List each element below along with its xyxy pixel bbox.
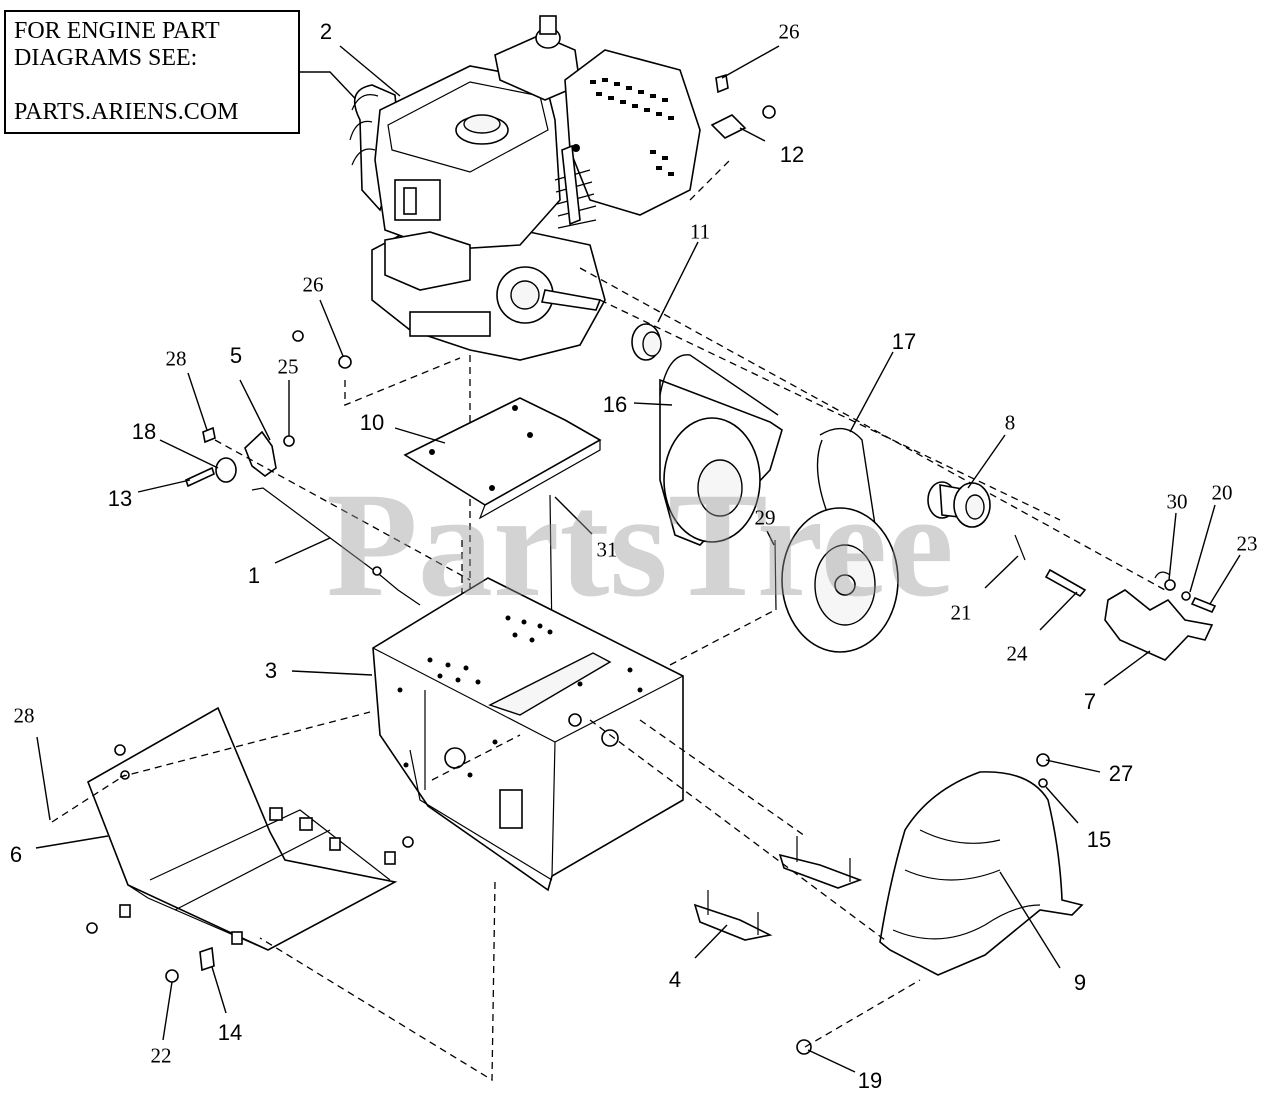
drive-pulley-with-belt — [659, 354, 783, 546]
callout-12: 12 — [779, 142, 805, 167]
belt-cover — [879, 771, 1084, 976]
callout-18: 18 — [131, 419, 157, 444]
belt-cover-line — [589, 719, 886, 941]
callout-21: 21 — [950, 600, 972, 625]
callout-27: 27 — [1108, 761, 1134, 786]
callout-14: 14 — [217, 1020, 243, 1045]
callout-26b: 26 — [302, 272, 324, 297]
callout-10: 10 — [359, 410, 385, 435]
idler-bracket — [1104, 589, 1214, 661]
note-line-3: PARTS.ARIENS.COM — [14, 99, 239, 125]
callout-3: 3 — [264, 658, 278, 683]
idler-axis-line — [579, 267, 1166, 591]
callout-25: 25 — [277, 354, 299, 379]
callout-23: 23 — [1236, 531, 1258, 556]
pin-29-line — [669, 609, 776, 666]
idler-assembly — [927, 481, 991, 528]
callout-24: 24 — [1006, 641, 1028, 666]
callout-6: 6 — [9, 842, 23, 867]
idler-pulley — [631, 323, 662, 361]
callout-5: 5 — [229, 343, 243, 368]
callout-15: 15 — [1086, 827, 1112, 852]
callout-17: 17 — [891, 329, 917, 354]
engine — [349, 15, 701, 361]
callout-leaders — [35, 45, 1241, 1073]
callout-1: 1 — [247, 563, 261, 588]
callout-31: 31 — [596, 537, 618, 562]
bolt-19-line — [804, 979, 921, 1048]
crankshaft-axis-line — [599, 299, 1061, 521]
callout-11: 11 — [689, 219, 711, 244]
auger-pulley-with-belt — [781, 427, 899, 653]
engine-parts-note: FOR ENGINE PART DIAGRAMS SEE: PARTS.ARIE… — [4, 10, 300, 134]
note-line-1: FOR ENGINE PART — [14, 18, 220, 44]
callout-26a: 26 — [778, 19, 800, 44]
callout-20: 20 — [1211, 480, 1233, 505]
hardware-items — [165, 73, 1217, 1055]
mount-line — [689, 159, 731, 201]
callout-30: 30 — [1166, 489, 1188, 514]
note-line-2: DIAGRAMS SEE: — [14, 45, 198, 71]
rod-line — [214, 439, 471, 581]
callout-9: 9 — [1073, 970, 1087, 995]
frame-line-1 — [431, 734, 521, 781]
main-frame — [372, 577, 684, 892]
callout-22: 22 — [150, 1043, 172, 1068]
mount-bracket-upper — [778, 836, 863, 889]
callout-4: 4 — [668, 967, 682, 992]
callout-29: 29 — [754, 505, 776, 530]
engine-plate — [403, 397, 602, 506]
bracket-line — [639, 719, 806, 837]
callout-8: 8 — [1004, 410, 1016, 435]
callout-13: 13 — [107, 486, 133, 511]
bottom-cover — [86, 706, 414, 951]
callout-28a: 28 — [165, 346, 187, 371]
cover-line-bottom — [259, 881, 496, 1082]
cover-line-left — [51, 774, 126, 823]
callout-28b: 28 — [13, 703, 35, 728]
engine-bolt-line — [344, 357, 461, 406]
callout-19: 19 — [857, 1068, 883, 1093]
callout-16: 16 — [602, 392, 628, 417]
mount-bracket-lower — [693, 890, 773, 941]
callout-7: 7 — [1083, 689, 1097, 714]
callout-2: 2 — [319, 19, 333, 44]
